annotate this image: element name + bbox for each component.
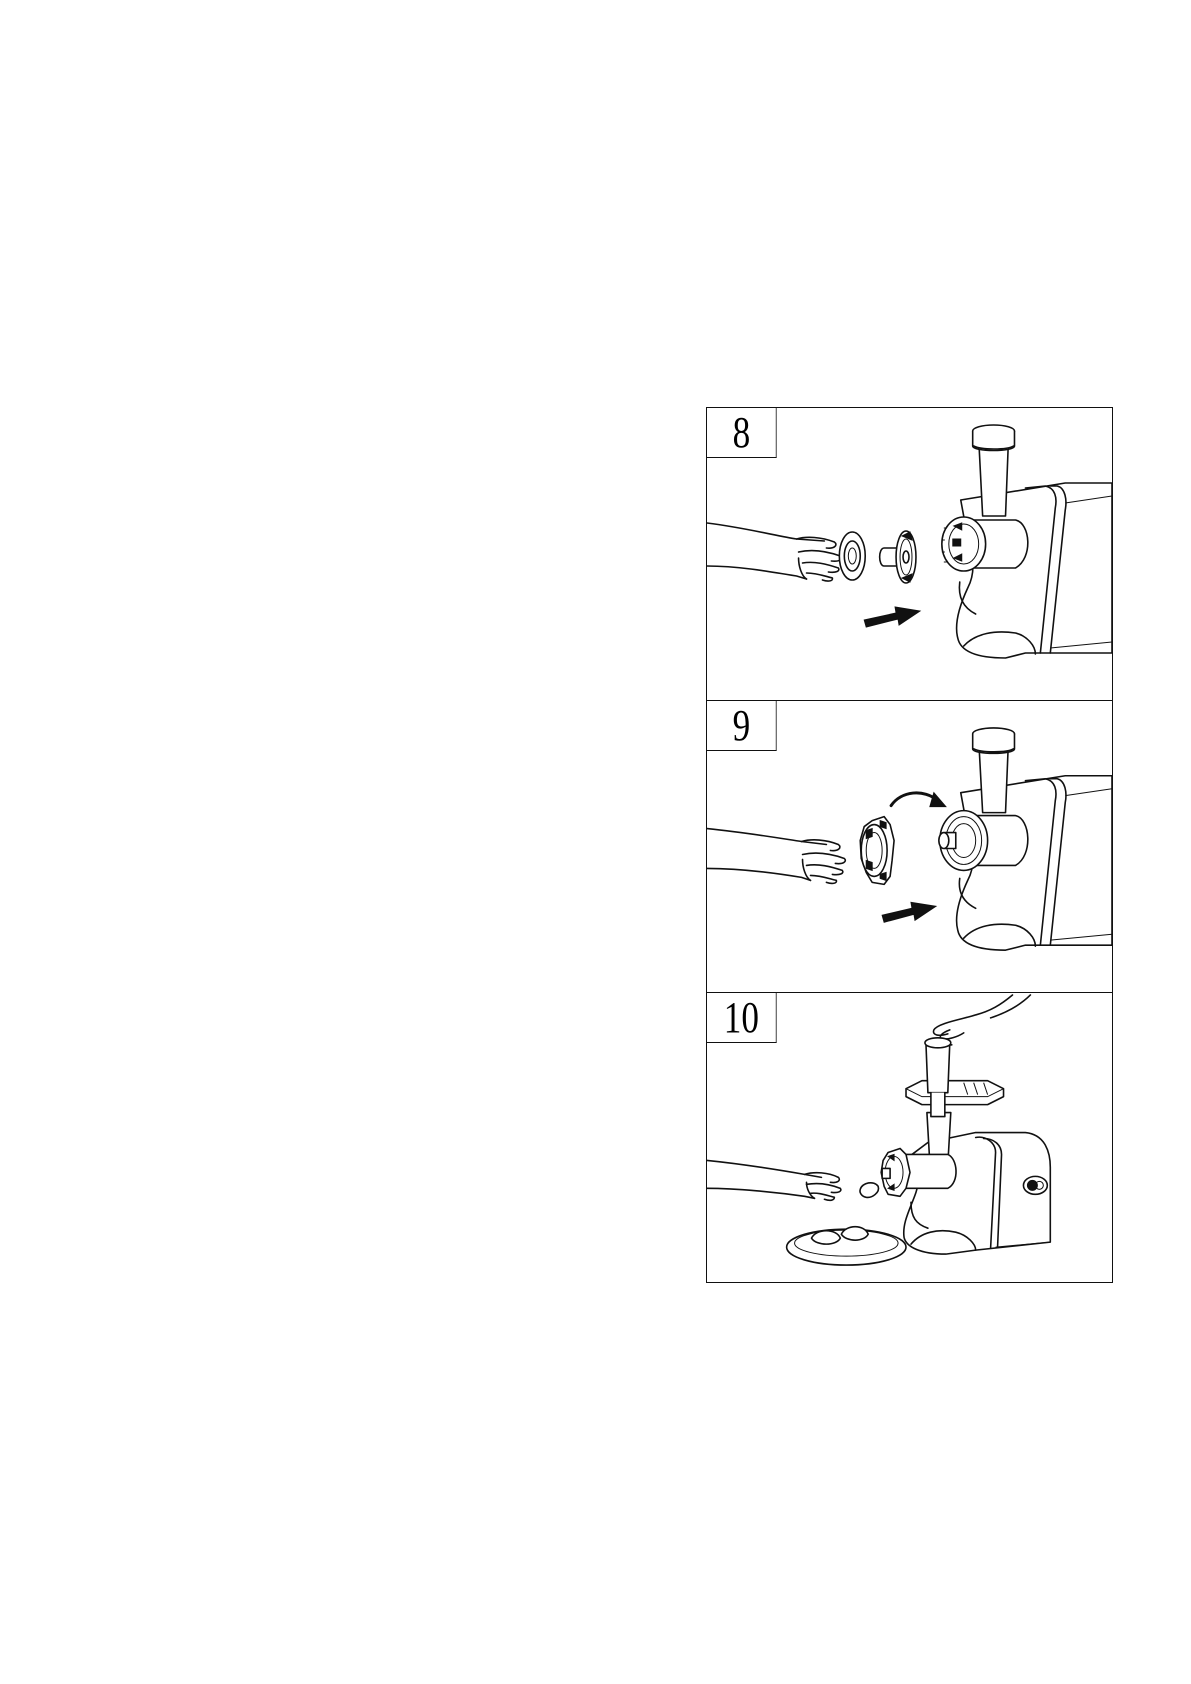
step-number-10: 10 [707,993,777,1043]
plate-icon [787,1227,906,1265]
step-number-8: 8 [707,408,777,458]
hand-icon [707,829,845,884]
step-8-panel: 8 [707,408,1112,700]
step-number-9: 9 [707,701,777,751]
assembly-steps-panel: 8 [706,407,1113,1283]
meat-grinder-icon [939,728,1112,950]
ring-nut-icon [860,817,894,885]
step-10-panel: 10 [707,992,1112,1284]
arrow-right-icon [882,902,936,922]
meat-grinder-icon [881,1038,1050,1254]
hand-pressing-pusher-icon [933,995,1030,1045]
ring-icon [839,532,865,580]
meat-grinder-icon [942,425,1112,658]
hand-icon [707,1160,841,1200]
arrow-right-icon [864,607,920,627]
hand-icon [707,523,841,581]
food-piece-icon [860,1183,878,1198]
cutting-blade-icon [880,531,916,583]
step-9-panel: 9 [707,700,1112,992]
